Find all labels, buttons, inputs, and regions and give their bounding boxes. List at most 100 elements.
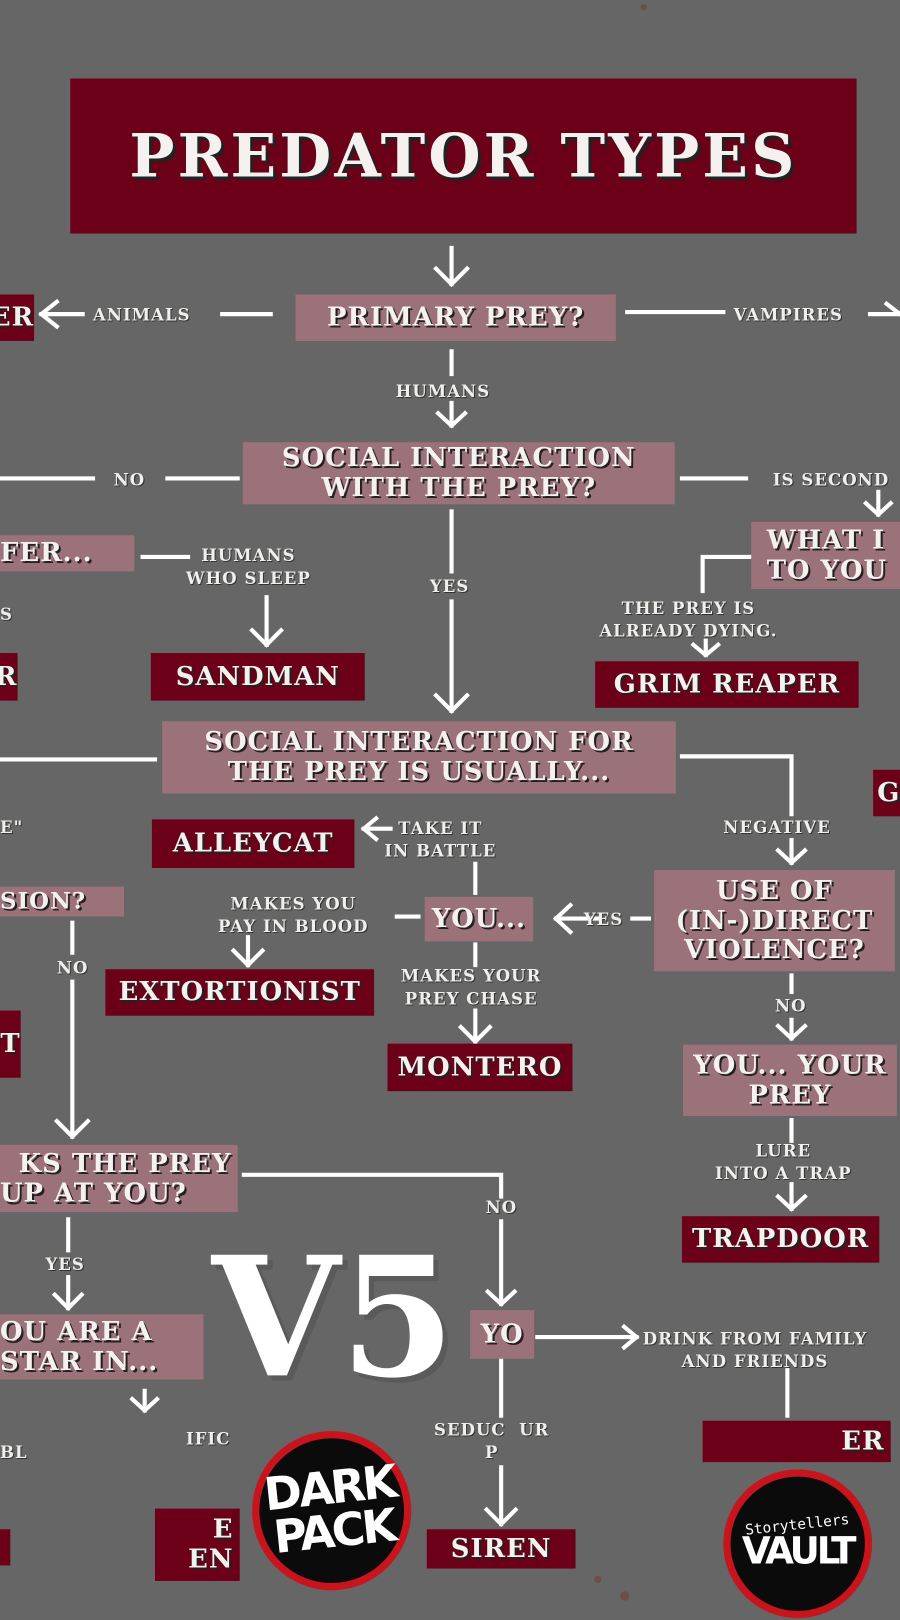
text-line: WHAT I <box>766 524 886 555</box>
result-bottom-partial: E EN <box>154 1508 240 1581</box>
text-line: WHO SLEEP <box>185 567 311 588</box>
text-line: PAY IN BLOOD <box>218 916 369 936</box>
text-line: HUMANS <box>201 545 296 566</box>
arrow-negative <box>679 754 808 866</box>
arrow-no-violence <box>775 973 808 1042</box>
text-line: OU ARE A <box>0 1316 153 1347</box>
arrow-yes-looks <box>51 1217 85 1312</box>
text-line: TAKE IT <box>398 818 483 839</box>
arrow-humans-sleep <box>140 554 284 648</box>
label-humans: HUMANS <box>395 381 491 401</box>
question-what-partial: WHAT I TO YOU <box>751 521 900 589</box>
label-yes: YES <box>429 576 470 597</box>
result-montero: MONTERO <box>387 1043 573 1092</box>
arrow-yes-social <box>433 509 470 714</box>
question-you-prefer-partial: FER... <box>0 535 135 572</box>
label-yes-2: YES <box>583 909 624 929</box>
text-line: WITH THE PREY? <box>321 472 597 503</box>
result-partial-right: G <box>873 769 900 817</box>
text-line: TO YOU <box>766 554 888 585</box>
label-animals: ANIMALS <box>92 304 191 325</box>
text-line: AND FRIENDS <box>681 1351 829 1371</box>
text-line: INTO A TRAP <box>715 1163 852 1183</box>
arrow-animals <box>38 298 273 330</box>
text-line: ALREADY DYING. <box>599 620 778 641</box>
text-line: SOCIAL INTERACTION <box>281 442 636 473</box>
text-line: THE PREY IS <box>621 598 756 618</box>
question-you-partial: YO <box>470 1310 535 1359</box>
result-siren: SIREN <box>426 1529 576 1569</box>
result-extortionist: EXTORTIONIST <box>105 969 375 1016</box>
label-is-second: IS SECOND <box>772 470 890 490</box>
result-partial-left-2: R <box>0 653 18 701</box>
text-line: VIOLENCE? <box>684 934 865 965</box>
result-sandman: SANDMAN <box>150 653 365 701</box>
text-line: IN BATTLE <box>384 840 497 861</box>
arrow-yes-you <box>552 902 651 935</box>
question-social-with-prey: SOCIAL INTERACTION WITH THE PREY? <box>242 442 675 505</box>
label-negative: NEGATIVE <box>723 817 831 837</box>
arrow-title-to-primary <box>433 245 470 288</box>
result-consensualist-partial: ER <box>702 1420 891 1463</box>
text-line: UP AT YOU? <box>0 1177 187 1208</box>
label-no: NO <box>113 470 146 490</box>
page-title: PREDATOR TYPES <box>70 78 857 234</box>
text-line: P <box>484 1442 499 1462</box>
question-session-partial: SION? <box>0 886 124 917</box>
result-partial-left-3: T <box>0 1010 21 1078</box>
text-line: MAKES YOU <box>230 893 357 914</box>
arrow-drink-family <box>535 1323 790 1418</box>
result-partial-left: ER <box>0 294 35 341</box>
arrow-vampires <box>625 300 900 317</box>
result-partial-left-4 <box>0 1529 11 1566</box>
arrow-take-battle <box>360 815 478 895</box>
storytellers-vault-logo: Storytellers VAULT <box>723 1469 873 1619</box>
label-partial-bl: BL <box>0 1442 28 1463</box>
question-you-your-prey: YOU... YOUR PREY <box>683 1044 897 1116</box>
label-yes-3: YES <box>45 1254 85 1275</box>
text-line: USE OF <box>715 875 833 906</box>
text-line: MAKES YOUR <box>400 966 542 986</box>
label-partial-quote: E" <box>0 817 24 837</box>
arrow-is-second <box>679 476 894 518</box>
text-line: EN <box>188 1543 234 1574</box>
text-line: SOCIAL INTERACTION FOR <box>204 726 634 757</box>
text-line: PREY <box>748 1079 832 1110</box>
arrow-prey-dying <box>690 554 754 658</box>
result-grim-reaper: GRIM REAPER <box>595 661 859 708</box>
text-line: KS THE PREY <box>18 1147 232 1178</box>
text-line: PACK <box>271 1499 397 1565</box>
arrow-no-left <box>53 920 91 1140</box>
question-primary-prey: PRIMARY PREY? <box>295 294 616 341</box>
text-line: SEDUC UR <box>433 1419 550 1440</box>
text-line: YOU... YOUR <box>693 1049 887 1080</box>
label-no-4: NO <box>485 1197 518 1218</box>
arrow-humans <box>435 349 468 429</box>
question-social-for-prey: SOCIAL INTERACTION FOR THE PREY IS USUAL… <box>162 721 676 794</box>
result-alleycat: ALLEYCAT <box>151 819 355 868</box>
text-line: THE PREY IS USUALLY... <box>227 756 611 787</box>
arrow-star <box>129 1388 160 1414</box>
question-violence: USE OF (IN-)DIRECT VIOLENCE? <box>654 870 895 972</box>
question-you: YOU... <box>424 896 534 942</box>
question-star-partial: OU ARE A STAR IN... <box>0 1314 204 1380</box>
arrow-chase <box>457 942 493 1045</box>
question-looks-partial: KS THE PREY UP AT YOU? <box>0 1144 238 1213</box>
text-line: PREY CHASE <box>404 988 538 1009</box>
label-no-3: NO <box>774 996 807 1016</box>
text-line: DRINK FROM FAMILY <box>642 1328 868 1349</box>
arrow-siren <box>483 1356 519 1528</box>
text-line: E <box>212 1514 234 1545</box>
arrow-no-looks <box>241 1172 518 1307</box>
label-partial-s: S <box>0 604 13 625</box>
